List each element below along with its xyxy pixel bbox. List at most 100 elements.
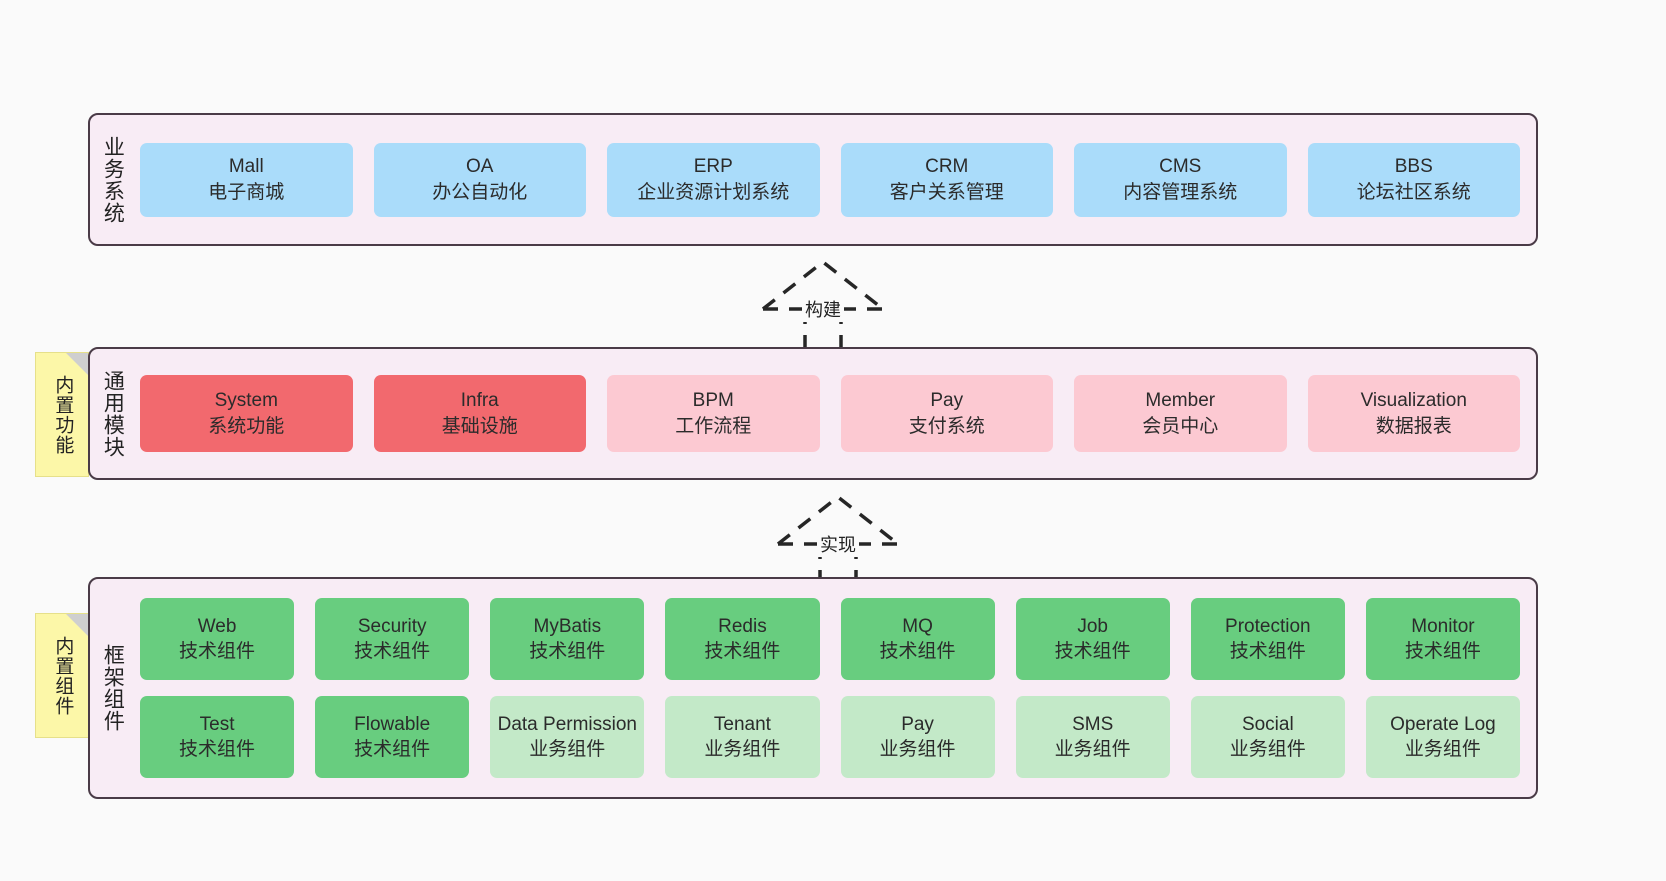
- layer-title-framework-components: 框架组件: [101, 644, 125, 732]
- node-infra-title: Infra: [460, 390, 499, 412]
- node-erp[interactable]: ERP 企业资源计划系统: [607, 142, 820, 217]
- business-systems-row: Mall 电子商城 OA 办公自动化 ERP 企业资源计划系统 CRM 客户关系…: [140, 142, 1520, 217]
- note-builtin-features: 内置功能: [35, 352, 89, 477]
- layer-body-framework-components: Web 技术组件 Security 技术组件 MyBatis 技术组件 Redi…: [134, 579, 1536, 797]
- node-mall-subtitle: 电子商城: [208, 181, 285, 203]
- node-data-permission[interactable]: Data Permission 业务组件: [490, 696, 645, 778]
- node-redis-title: Redis: [718, 615, 767, 637]
- node-sms-title: SMS: [1072, 713, 1114, 735]
- node-test-subtitle: 技术组件: [179, 739, 256, 760]
- node-sms-subtitle: 业务组件: [1054, 739, 1131, 760]
- common-modules-row: System 系统功能 Infra 基础设施 BPM 工作流程 Pay 支付系统…: [140, 375, 1520, 452]
- node-social[interactable]: Social 业务组件: [1190, 696, 1345, 778]
- node-data-permission-subtitle: 业务组件: [529, 739, 606, 760]
- node-flowable[interactable]: Flowable 技术组件: [315, 696, 470, 778]
- note-fold-icon: [66, 614, 88, 636]
- node-mq-subtitle: 技术组件: [879, 641, 956, 662]
- node-visualization-subtitle: 数据报表: [1375, 415, 1452, 437]
- node-monitor-title: Monitor: [1411, 615, 1475, 637]
- connector-implement-label: 实现: [817, 531, 859, 557]
- node-monitor[interactable]: Monitor 技术组件: [1365, 598, 1520, 680]
- layer-body-business-systems: Mall 电子商城 OA 办公自动化 ERP 企业资源计划系统 CRM 客户关系…: [134, 115, 1536, 244]
- node-pay-module-title: Pay: [930, 390, 964, 412]
- node-erp-subtitle: 企业资源计划系统: [637, 181, 790, 203]
- node-crm-subtitle: 客户关系管理: [889, 181, 1004, 203]
- node-redis[interactable]: Redis 技术组件: [665, 598, 820, 680]
- node-mq[interactable]: MQ 技术组件: [840, 598, 995, 680]
- node-mybatis-title: MyBatis: [533, 615, 602, 637]
- note-builtin-features-label: 内置功能: [52, 374, 74, 455]
- node-operate-log[interactable]: Operate Log 业务组件: [1365, 696, 1520, 778]
- node-bbs[interactable]: BBS 论坛社区系统: [1307, 142, 1520, 217]
- connector-implement: 实现: [748, 489, 928, 589]
- node-cms[interactable]: CMS 内容管理系统: [1074, 142, 1287, 217]
- node-protection[interactable]: Protection 技术组件: [1190, 598, 1345, 680]
- node-member-subtitle: 会员中心: [1142, 415, 1219, 437]
- node-pay-component-subtitle: 业务组件: [879, 739, 956, 760]
- node-web[interactable]: Web 技术组件: [140, 598, 295, 680]
- layer-title-business-systems: 业务系统: [101, 135, 125, 224]
- node-pay-module[interactable]: Pay 支付系统: [840, 375, 1053, 452]
- node-member[interactable]: Member 会员中心: [1074, 375, 1287, 452]
- node-crm-title: CRM: [925, 156, 969, 178]
- node-sms[interactable]: SMS 业务组件: [1015, 696, 1170, 778]
- layer-body-common-modules: System 系统功能 Infra 基础设施 BPM 工作流程 Pay 支付系统…: [134, 349, 1536, 478]
- layer-common-modules: 通用模块 System 系统功能 Infra 基础设施 BPM 工作流程 Pay…: [88, 347, 1538, 480]
- node-operate-log-title: Operate Log: [1390, 713, 1496, 735]
- node-bpm-subtitle: 工作流程: [675, 415, 752, 437]
- node-pay-component-title: Pay: [901, 713, 934, 735]
- node-bpm[interactable]: BPM 工作流程: [607, 375, 820, 452]
- node-cms-subtitle: 内容管理系统: [1123, 181, 1238, 203]
- node-oa-subtitle: 办公自动化: [432, 181, 528, 203]
- node-system-title: System: [214, 390, 278, 412]
- node-web-title: Web: [197, 615, 237, 637]
- node-test-title: Test: [199, 713, 235, 735]
- node-web-subtitle: 技术组件: [179, 641, 256, 662]
- node-mall-title: Mall: [228, 156, 264, 178]
- node-monitor-subtitle: 技术组件: [1404, 641, 1481, 662]
- layer-business-systems: 业务系统 Mall 电子商城 OA 办公自动化 ERP 企业资源计划系统 CRM…: [88, 113, 1538, 246]
- node-crm[interactable]: CRM 客户关系管理: [840, 142, 1053, 217]
- node-system[interactable]: System 系统功能: [140, 375, 353, 452]
- connector-build-label: 构建: [802, 296, 844, 322]
- node-protection-subtitle: 技术组件: [1229, 641, 1306, 662]
- framework-tech-row: Web 技术组件 Security 技术组件 MyBatis 技术组件 Redi…: [140, 598, 1520, 680]
- node-tenant-subtitle: 业务组件: [704, 739, 781, 760]
- node-mall[interactable]: Mall 电子商城: [140, 142, 353, 217]
- node-infra[interactable]: Infra 基础设施: [373, 375, 586, 452]
- node-flowable-title: Flowable: [354, 713, 431, 735]
- layer-framework-components: 框架组件 Web 技术组件 Security 技术组件 MyBatis 技术组件…: [88, 577, 1538, 799]
- node-pay-component[interactable]: Pay 业务组件: [840, 696, 995, 778]
- node-security[interactable]: Security 技术组件: [315, 598, 470, 680]
- node-erp-title: ERP: [693, 156, 733, 178]
- node-system-subtitle: 系统功能: [208, 415, 285, 437]
- node-job[interactable]: Job 技术组件: [1015, 598, 1170, 680]
- layer-title-common-modules: 通用模块: [101, 369, 125, 458]
- note-builtin-components-label: 内置组件: [52, 635, 74, 716]
- node-social-subtitle: 业务组件: [1229, 739, 1306, 760]
- node-redis-subtitle: 技术组件: [704, 641, 781, 662]
- node-bbs-subtitle: 论坛社区系统: [1356, 181, 1471, 203]
- node-bpm-title: BPM: [692, 390, 734, 412]
- connector-build: 构建: [733, 254, 913, 354]
- node-tenant[interactable]: Tenant 业务组件: [665, 696, 820, 778]
- node-operate-log-subtitle: 业务组件: [1404, 739, 1481, 760]
- node-data-permission-title: Data Permission: [497, 713, 637, 735]
- node-tenant-title: Tenant: [713, 713, 771, 735]
- node-job-title: Job: [1077, 615, 1108, 637]
- node-mybatis[interactable]: MyBatis 技术组件: [490, 598, 645, 680]
- node-visualization[interactable]: Visualization 数据报表: [1307, 375, 1520, 452]
- note-builtin-components: 内置组件: [35, 613, 89, 738]
- node-visualization-title: Visualization: [1360, 390, 1467, 412]
- node-test[interactable]: Test 技术组件: [140, 696, 295, 778]
- node-cms-title: CMS: [1159, 156, 1202, 178]
- node-oa-title: OA: [466, 156, 494, 178]
- node-mq-title: MQ: [902, 615, 933, 637]
- node-member-title: Member: [1145, 390, 1216, 412]
- node-social-title: Social: [1241, 713, 1294, 735]
- note-fold-icon: [66, 353, 88, 375]
- node-oa[interactable]: OA 办公自动化: [373, 142, 586, 217]
- node-security-subtitle: 技术组件: [354, 641, 431, 662]
- node-infra-subtitle: 基础设施: [441, 415, 518, 437]
